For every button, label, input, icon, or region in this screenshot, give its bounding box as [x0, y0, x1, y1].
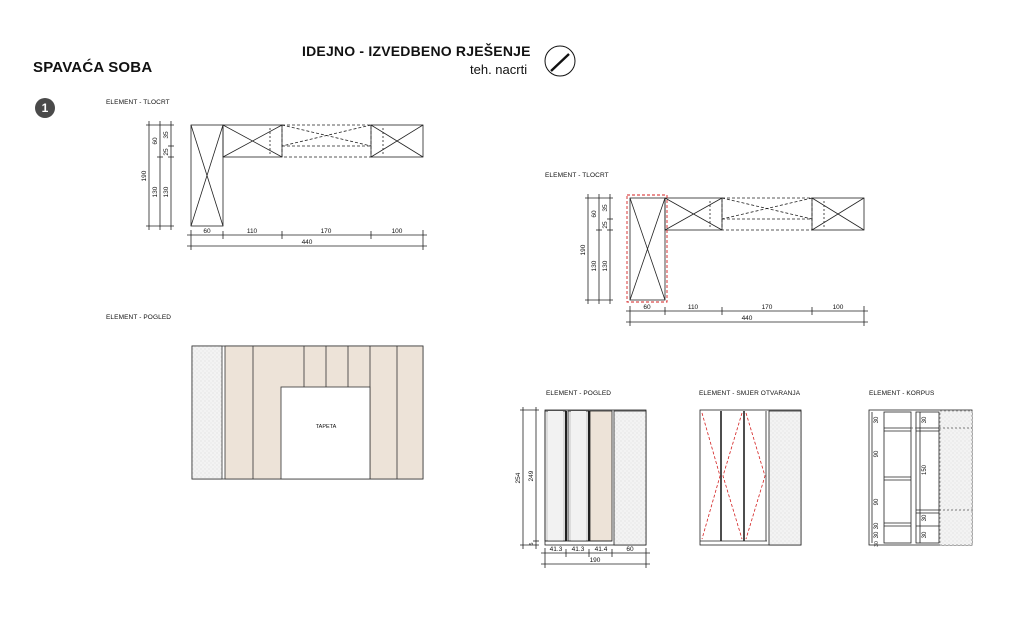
plan-2-label: ELEMENT - TLOCRT — [545, 172, 609, 179]
plan-2-dim-w100: 100 — [833, 304, 844, 311]
plan-2-dim-w170: 170 — [762, 304, 773, 311]
view-2-dim-249: 249 — [528, 470, 535, 481]
plan-2-dim-130a: 130 — [591, 260, 598, 271]
wallpaper-label: TAPETA — [316, 424, 337, 430]
carcass-dimensions: 30 90 90 30 30 30 30 150 30 30 — [874, 416, 928, 547]
plan-1-dim-w60: 60 — [203, 228, 211, 235]
main-title: IDEJNO - IZVEDBENO RJEŠENJE — [302, 43, 531, 59]
plan-1-dim-130b: 130 — [163, 186, 170, 197]
opening-label: ELEMENT - SMJER OTVARANJA — [699, 390, 801, 397]
view-2-dim-total: 190 — [590, 557, 601, 564]
view-1-label: ELEMENT - POGLED — [106, 314, 172, 321]
carcass-right-dim-1: 30 — [922, 416, 928, 423]
carcass-left-dim-4: 30 — [874, 522, 880, 529]
view-2-dim-254: 254 — [515, 472, 522, 483]
plan-1-dim-35: 35 — [163, 131, 170, 139]
floor-plan-2 — [585, 194, 868, 326]
plan-1-dim-total-width: 440 — [302, 239, 313, 246]
view-2-dim-w2: 41.3 — [572, 546, 585, 553]
room-title: SPAVAĆA SOBA — [33, 59, 153, 76]
view-2-dim-5: 5 — [529, 542, 535, 545]
plan-2-dim-total-width: 440 — [742, 315, 753, 322]
carcass-left-dim-1: 30 — [874, 416, 880, 423]
plan-1-dim-25: 25 — [163, 148, 170, 156]
plan-1-dim-total-height: 190 — [141, 170, 148, 181]
plan-2-dim-25: 25 — [602, 221, 609, 229]
plan-1-dim-w170: 170 — [321, 228, 332, 235]
view-2-dim-w1: 41.3 — [550, 546, 563, 553]
compass-north-icon — [544, 45, 576, 77]
view-2-label: ELEMENT - POGLED — [546, 390, 612, 397]
plan-1-dimensions: 190 60 35 25 130 130 60 110 170 100 440 — [141, 131, 403, 246]
plan-2-dim-130b: 130 — [602, 260, 609, 271]
view-2-dimensions: 254 249 5 41.3 41.3 41.4 60 190 — [515, 470, 634, 564]
plan-2-dim-35: 35 — [602, 204, 609, 212]
plan-2-dim-total-height: 190 — [580, 244, 587, 255]
plan-2-dim-w110: 110 — [688, 304, 699, 311]
floor-plan-1 — [146, 121, 427, 250]
elevation-view-2 — [520, 407, 650, 568]
carcass-left-dim-6: 30 — [874, 541, 880, 547]
carcass-right-dim-2: 150 — [922, 464, 928, 475]
highlight-box — [626, 194, 668, 303]
elevation-view-1 — [191, 345, 424, 480]
carcass-right-dim-3: 30 — [922, 514, 928, 521]
section-number-badge: 1 — [35, 98, 55, 118]
plan-1-dim-130a: 130 — [152, 186, 159, 197]
opening-direction-view — [699, 409, 802, 546]
opening-swing-lines — [701, 412, 766, 540]
carcass-view — [868, 409, 973, 546]
plan-1-label: ELEMENT - TLOCRT — [106, 99, 170, 106]
plan-1-dim-w110: 110 — [247, 228, 258, 235]
carcass-left-dim-5: 30 — [874, 531, 880, 538]
plan-2-dim-60: 60 — [591, 210, 598, 218]
carcass-right-dim-4: 30 — [922, 531, 928, 538]
plan-1-dim-60: 60 — [152, 137, 159, 145]
subtitle: teh. nacrti — [470, 62, 528, 77]
carcass-left-dim-2: 90 — [874, 450, 880, 457]
view-2-dim-w3: 41.4 — [595, 546, 608, 553]
plan-1-dim-w100: 100 — [392, 228, 403, 235]
view-2-dim-w4: 60 — [626, 546, 634, 553]
plan-2-dimensions: 190 60 35 25 130 130 60 110 170 100 440 — [580, 204, 844, 322]
carcass-label: ELEMENT - KORPUS — [869, 390, 935, 397]
plan-2-dim-w60: 60 — [643, 304, 651, 311]
carcass-left-dim-3: 90 — [874, 498, 880, 505]
